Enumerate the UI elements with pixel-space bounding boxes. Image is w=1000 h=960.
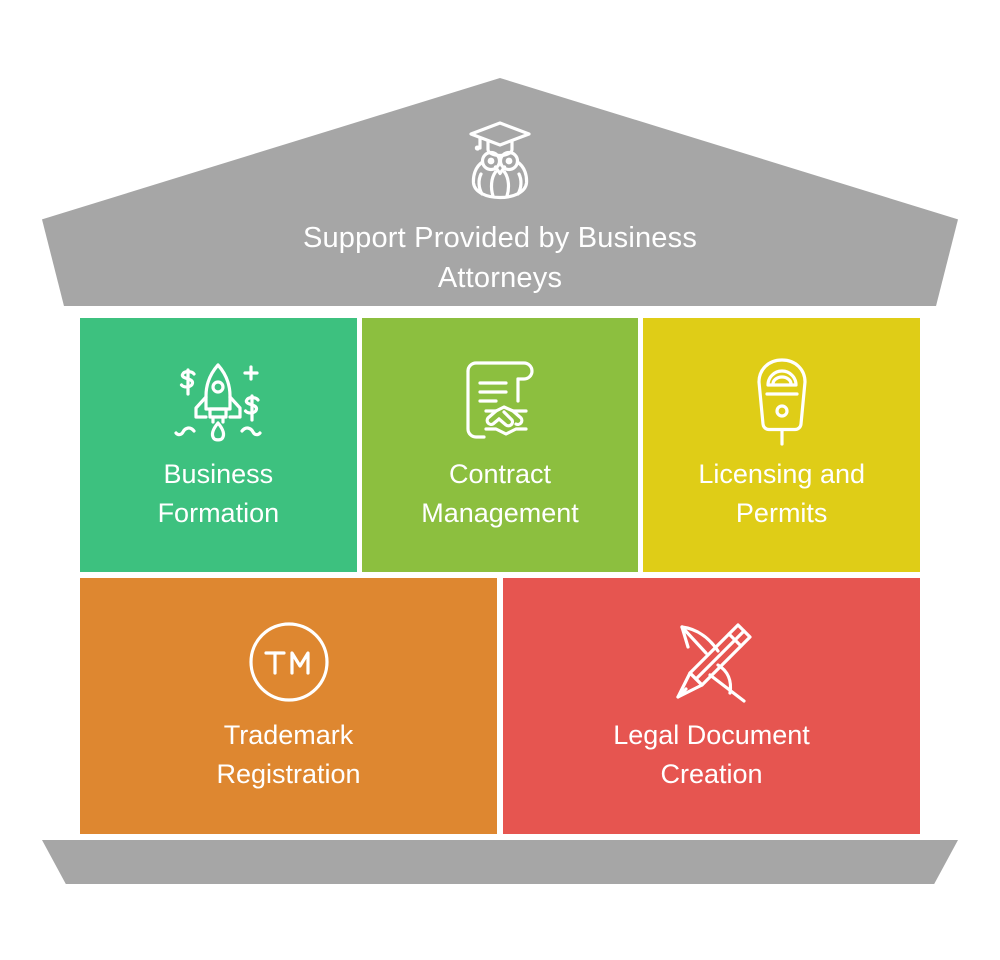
owl-graduate-icon <box>461 118 539 200</box>
pillar-label: Trademark Registration <box>216 720 361 789</box>
house-base <box>42 840 958 884</box>
pillar-business-formation[interactable]: Business Formation <box>80 318 357 572</box>
pillar-row-top: Business Formation <box>80 318 921 572</box>
trademark-circle-icon <box>246 614 332 710</box>
pillar-label: Business Formation <box>157 459 280 528</box>
pillar-trademark-registration[interactable]: Trademark Registration <box>80 578 497 834</box>
pillar-contract-management[interactable]: Contract Management <box>361 318 639 572</box>
pillar-licensing-permits[interactable]: Licensing and Permits <box>643 318 921 572</box>
roof-banner: Support Provided by Business Attorneys <box>42 78 958 306</box>
pillar-label: Licensing and Permits <box>698 459 865 528</box>
pillar-grid: Business Formation <box>80 318 921 834</box>
roof-title: Support Provided by Business Attorneys <box>302 222 698 294</box>
rocket-dollar-icon <box>166 353 270 449</box>
roof-content: Support Provided by Business Attorneys <box>42 78 958 306</box>
parking-meter-icon <box>746 353 818 449</box>
pencil-document-icon <box>666 614 758 710</box>
pillar-label: Contract Management <box>421 459 579 528</box>
contract-handshake-icon <box>454 353 546 449</box>
pillar-legal-document-creation[interactable]: Legal Document Creation <box>503 578 920 834</box>
pillar-row-bottom: Trademark Registration <box>80 578 920 834</box>
pillar-label: Legal Document Creation <box>613 720 810 789</box>
